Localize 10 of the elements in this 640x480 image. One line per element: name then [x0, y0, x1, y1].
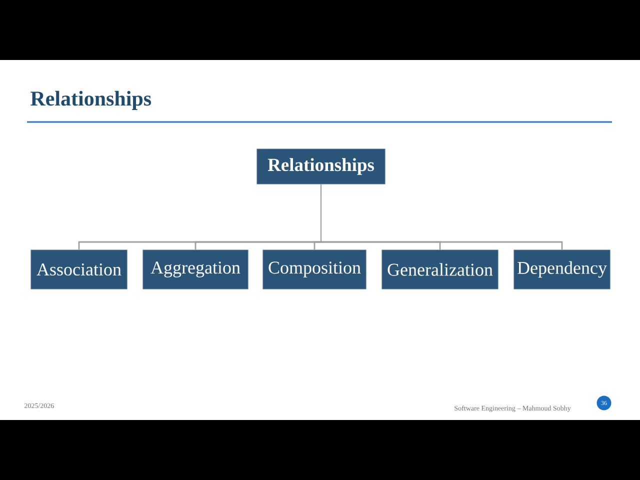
connector-line: [321, 241, 563, 250]
category-box: Composition: [262, 250, 366, 290]
connector-line: [320, 184, 322, 242]
category-box: Aggregation: [142, 250, 248, 290]
category-box: Generalization: [382, 250, 498, 290]
connector-line: [314, 241, 321, 250]
root-box: Relationships: [256, 148, 386, 184]
category-box: Dependency: [514, 250, 610, 290]
category-box: Association: [30, 250, 128, 290]
slide-title: Relationships: [30, 90, 152, 110]
